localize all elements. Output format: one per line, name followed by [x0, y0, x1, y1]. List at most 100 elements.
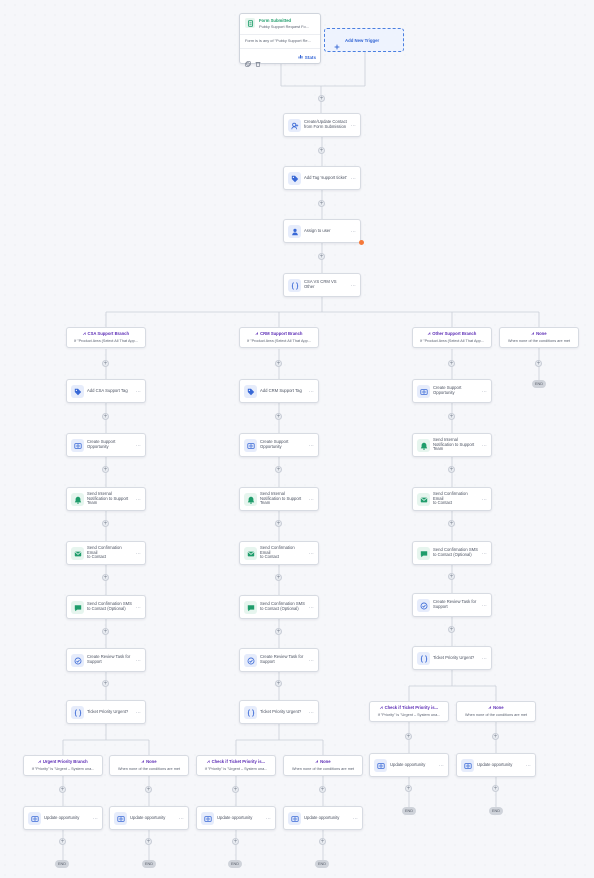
- trigger-card[interactable]: Form Submitted Pubky Support Request Fo.…: [239, 13, 321, 67]
- add-step-button[interactable]: +: [448, 573, 455, 580]
- add-step-button[interactable]: +: [102, 520, 109, 527]
- more-options-icon[interactable]: ...: [178, 815, 184, 821]
- branch-none[interactable]: ⩘None When none of the conditions are me…: [109, 755, 189, 776]
- action-internal-notification[interactable]: Send Internal Notification to Support Te…: [66, 487, 146, 511]
- action-update-opportunity[interactable]: Update opportunity ...: [196, 806, 276, 830]
- add-step-button[interactable]: +: [319, 838, 326, 845]
- action-create-contact[interactable]: Create/Update Contact from Form Submissi…: [283, 113, 361, 137]
- add-step-button[interactable]: +: [275, 413, 282, 420]
- more-options-icon[interactable]: ...: [308, 604, 314, 610]
- add-step-button[interactable]: +: [232, 838, 239, 845]
- action-add-csa-tag[interactable]: Add CSA Support Tag ...: [66, 379, 146, 403]
- add-step-button[interactable]: +: [448, 413, 455, 420]
- more-options-icon[interactable]: ...: [135, 657, 141, 663]
- more-options-icon[interactable]: ...: [350, 122, 356, 128]
- add-step-button[interactable]: +: [448, 520, 455, 527]
- branch-none[interactable]: ⩘None When none of the conditions are me…: [499, 327, 579, 348]
- add-step-button[interactable]: +: [319, 786, 326, 793]
- add-step-button[interactable]: +: [405, 785, 412, 792]
- more-options-icon[interactable]: ...: [481, 602, 487, 608]
- action-priority-check[interactable]: Ticket Priority Urgent? ...: [412, 646, 492, 670]
- more-options-icon[interactable]: ...: [135, 388, 141, 394]
- action-review-task[interactable]: Create Review Task for Support ...: [412, 593, 492, 617]
- more-options-icon[interactable]: ...: [481, 442, 487, 448]
- action-update-opportunity[interactable]: Update opportunity ...: [369, 753, 449, 777]
- add-step-button[interactable]: +: [535, 360, 542, 367]
- more-options-icon[interactable]: ...: [308, 388, 314, 394]
- more-options-icon[interactable]: ...: [481, 496, 487, 502]
- action-create-opportunity[interactable]: Create Support Opportunity ...: [412, 379, 492, 403]
- more-options-icon[interactable]: ...: [265, 815, 271, 821]
- add-step-button[interactable]: +: [275, 628, 282, 635]
- add-step-button[interactable]: +: [102, 574, 109, 581]
- add-step-button[interactable]: +: [405, 733, 412, 740]
- add-step-button[interactable]: +: [318, 147, 325, 154]
- stats-button[interactable]: Stats: [298, 54, 316, 60]
- action-internal-notification[interactable]: Send Internal Notification to Support Te…: [412, 433, 492, 457]
- more-options-icon[interactable]: ...: [481, 550, 487, 556]
- add-step-button[interactable]: +: [275, 520, 282, 527]
- action-priority-check[interactable]: Ticket Priority Urgent? ...: [239, 700, 319, 724]
- more-options-icon[interactable]: ...: [350, 175, 356, 181]
- action-create-opportunity[interactable]: Create Support Opportunity ...: [239, 433, 319, 457]
- add-trigger-button[interactable]: Add New Trigger: [324, 28, 404, 52]
- more-options-icon[interactable]: ...: [308, 709, 314, 715]
- more-options-icon[interactable]: ...: [308, 442, 314, 448]
- more-options-icon[interactable]: ...: [481, 388, 487, 394]
- more-options-icon[interactable]: ...: [135, 550, 141, 556]
- copy-icon[interactable]: [245, 54, 251, 72]
- action-review-task[interactable]: Create Review Task for Support ...: [66, 648, 146, 672]
- more-options-icon[interactable]: ...: [135, 442, 141, 448]
- branch-other[interactable]: ⩘Other Support Branch If "Product Area (…: [412, 327, 492, 348]
- more-options-icon[interactable]: ...: [308, 550, 314, 556]
- add-step-button[interactable]: +: [318, 95, 325, 102]
- branch-check-priority[interactable]: ⩘Check if Ticket Priority is... If "Prio…: [196, 755, 276, 776]
- action-internal-notification[interactable]: Send Internal Notification to Support Te…: [239, 487, 319, 511]
- more-options-icon[interactable]: ...: [308, 657, 314, 663]
- add-step-button[interactable]: +: [59, 838, 66, 845]
- branch-check-priority[interactable]: ⩘Check if Ticket Priority is... If "Prio…: [369, 701, 449, 722]
- add-step-button[interactable]: +: [448, 626, 455, 633]
- add-step-button[interactable]: +: [145, 838, 152, 845]
- add-step-button[interactable]: +: [318, 200, 325, 207]
- action-confirmation-sms[interactable]: Send Confirmation SMS to Contact (Option…: [66, 595, 146, 619]
- action-add-tag[interactable]: Add Tag 'support ticket' ...: [283, 166, 361, 190]
- add-step-button[interactable]: +: [59, 786, 66, 793]
- action-review-task[interactable]: Create Review Task for Support ...: [239, 648, 319, 672]
- more-options-icon[interactable]: ...: [92, 815, 98, 821]
- add-step-button[interactable]: +: [275, 680, 282, 687]
- more-options-icon[interactable]: ...: [135, 709, 141, 715]
- add-step-button[interactable]: +: [492, 733, 499, 740]
- add-step-button[interactable]: +: [448, 466, 455, 473]
- more-options-icon[interactable]: ...: [438, 762, 444, 768]
- branch-crm[interactable]: ⩘CRM Support Branch If "Product Area (Se…: [239, 327, 319, 348]
- action-confirmation-sms[interactable]: Send Confirmation SMS to Contact (Option…: [239, 595, 319, 619]
- more-options-icon[interactable]: ...: [308, 496, 314, 502]
- add-step-button[interactable]: +: [492, 785, 499, 792]
- action-update-opportunity[interactable]: Update opportunity ...: [109, 806, 189, 830]
- action-update-opportunity[interactable]: Update opportunity ...: [456, 753, 536, 777]
- more-options-icon[interactable]: ...: [352, 815, 358, 821]
- add-step-button[interactable]: +: [232, 786, 239, 793]
- add-step-button[interactable]: +: [102, 413, 109, 420]
- add-step-button[interactable]: +: [275, 574, 282, 581]
- more-options-icon[interactable]: ...: [350, 282, 356, 288]
- add-step-button[interactable]: +: [318, 253, 325, 260]
- action-confirmation-sms[interactable]: Send Confirmation SMS to Contact (Option…: [412, 541, 492, 565]
- action-create-opportunity[interactable]: Create Support Opportunity ...: [66, 433, 146, 457]
- action-update-opportunity[interactable]: Update opportunity ...: [283, 806, 363, 830]
- add-step-button[interactable]: +: [102, 466, 109, 473]
- add-step-button[interactable]: +: [275, 360, 282, 367]
- add-step-button[interactable]: +: [275, 466, 282, 473]
- branch-none[interactable]: ⩘None When none of the conditions are me…: [283, 755, 363, 776]
- add-step-button[interactable]: +: [448, 360, 455, 367]
- branch-urgent-priority[interactable]: ⩘Urgent Priority Branch If "Priority" is…: [23, 755, 103, 776]
- add-step-button[interactable]: +: [102, 360, 109, 367]
- add-step-button[interactable]: +: [145, 786, 152, 793]
- trash-icon[interactable]: [255, 54, 261, 72]
- action-branch-split[interactable]: CSA VS CRM VS Other ...: [283, 273, 361, 297]
- branch-none[interactable]: ⩘None When none of the conditions are me…: [456, 701, 536, 722]
- more-options-icon[interactable]: ...: [481, 655, 487, 661]
- add-step-button[interactable]: +: [102, 628, 109, 635]
- action-confirmation-email[interactable]: Send Confirmation Email to Contact ...: [66, 541, 146, 565]
